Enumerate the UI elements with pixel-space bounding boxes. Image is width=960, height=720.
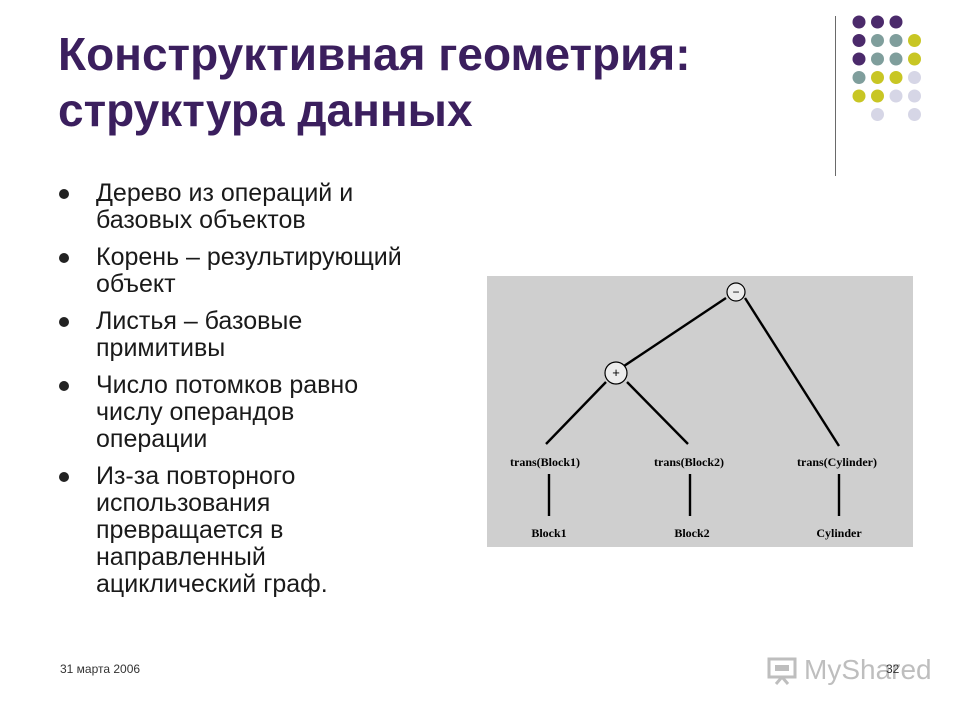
minus-icon: − [732, 285, 739, 299]
title-line-1: Конструктивная геометрия: [58, 28, 691, 80]
bullet-item: Из-за повторного использования превращае… [58, 463, 478, 598]
title-line-2: структура данных [58, 84, 473, 136]
decorative-dot [889, 15, 903, 29]
bullet-text: Листья – базовые примитивы [96, 307, 303, 362]
decorative-dot [908, 52, 921, 66]
decorative-dot [871, 71, 884, 84]
decorative-dot [852, 89, 866, 103]
decorative-dot [889, 34, 903, 47]
label-trans-block2: trans(Block2) [654, 455, 724, 469]
bullet-dot-icon [59, 253, 69, 263]
label-trans-block1: trans(Block1) [510, 455, 580, 469]
decorative-dot [908, 34, 921, 47]
decorative-dot [908, 108, 921, 121]
decorative-dot [908, 89, 921, 103]
decorative-dot [852, 52, 866, 66]
root-node-circle [726, 282, 746, 302]
union-node-circle [604, 361, 628, 385]
decorative-dot [889, 89, 903, 103]
decorative-dot [852, 71, 866, 84]
leaf-block1: Block1 [531, 526, 566, 540]
page-number: 32 [886, 662, 900, 676]
bullet-text: Дерево из операций и базовых объектов [96, 179, 354, 234]
leaf-block2: Block2 [674, 526, 709, 540]
decorative-dot [908, 71, 921, 84]
bullet-dot-icon [59, 472, 69, 482]
edge-union-trans-block1 [545, 381, 607, 445]
csg-tree-diagram: − + trans(Block1) trans(Block2) trans(Cy… [510, 282, 877, 540]
bullet-item: Листья – базовые примитивы [58, 308, 478, 362]
watermark-logo: MyShared [766, 654, 932, 686]
edge-union-trans-block2 [626, 381, 689, 445]
bullet-dot-icon [59, 189, 69, 199]
decorative-dot [852, 34, 866, 47]
bullet-list: Дерево из операций и базовых объектов Ко… [58, 180, 478, 608]
bullet-dot-icon [59, 317, 69, 327]
leaf-cylinder: Cylinder [816, 526, 862, 540]
divider-line [835, 16, 836, 176]
slide-title: Конструктивная геометрия: структура данн… [58, 26, 818, 138]
edge-root-trans-cylinder [743, 297, 841, 447]
root-difference-node: − [726, 282, 746, 302]
decorative-dot [889, 71, 903, 84]
decorative-dot [871, 34, 884, 47]
decorative-dot-grid [852, 15, 921, 121]
decorative-dot [871, 15, 884, 29]
bullet-item: Дерево из операций и базовых объектов [58, 180, 478, 234]
edge-root-union [620, 297, 727, 369]
bullet-text: Число потомков равно числу операндов опе… [96, 371, 359, 453]
decorative-dot [852, 15, 866, 29]
bullet-item: Корень – результирующий объект [58, 244, 478, 298]
presentation-board-icon [767, 657, 797, 685]
decorative-dot [871, 89, 884, 103]
footer-date: 31 марта 2006 [60, 662, 141, 676]
decorative-dot [889, 52, 903, 66]
union-node: + [604, 361, 628, 385]
bullet-dot-icon [59, 381, 69, 391]
bullet-text: Из-за повторного использования превращае… [96, 462, 328, 598]
plus-icon: + [612, 365, 620, 380]
csg-tree-figure: − + trans(Block1) trans(Block2) trans(Cy… [487, 276, 913, 547]
watermark-text: MyShared [804, 654, 932, 685]
decorative-dot [871, 52, 884, 66]
label-trans-cylinder: trans(Cylinder) [797, 455, 877, 469]
decorative-dot [871, 108, 884, 121]
bullet-text: Корень – результирующий объект [96, 243, 402, 298]
bullet-item: Число потомков равно числу операндов опе… [58, 372, 478, 453]
